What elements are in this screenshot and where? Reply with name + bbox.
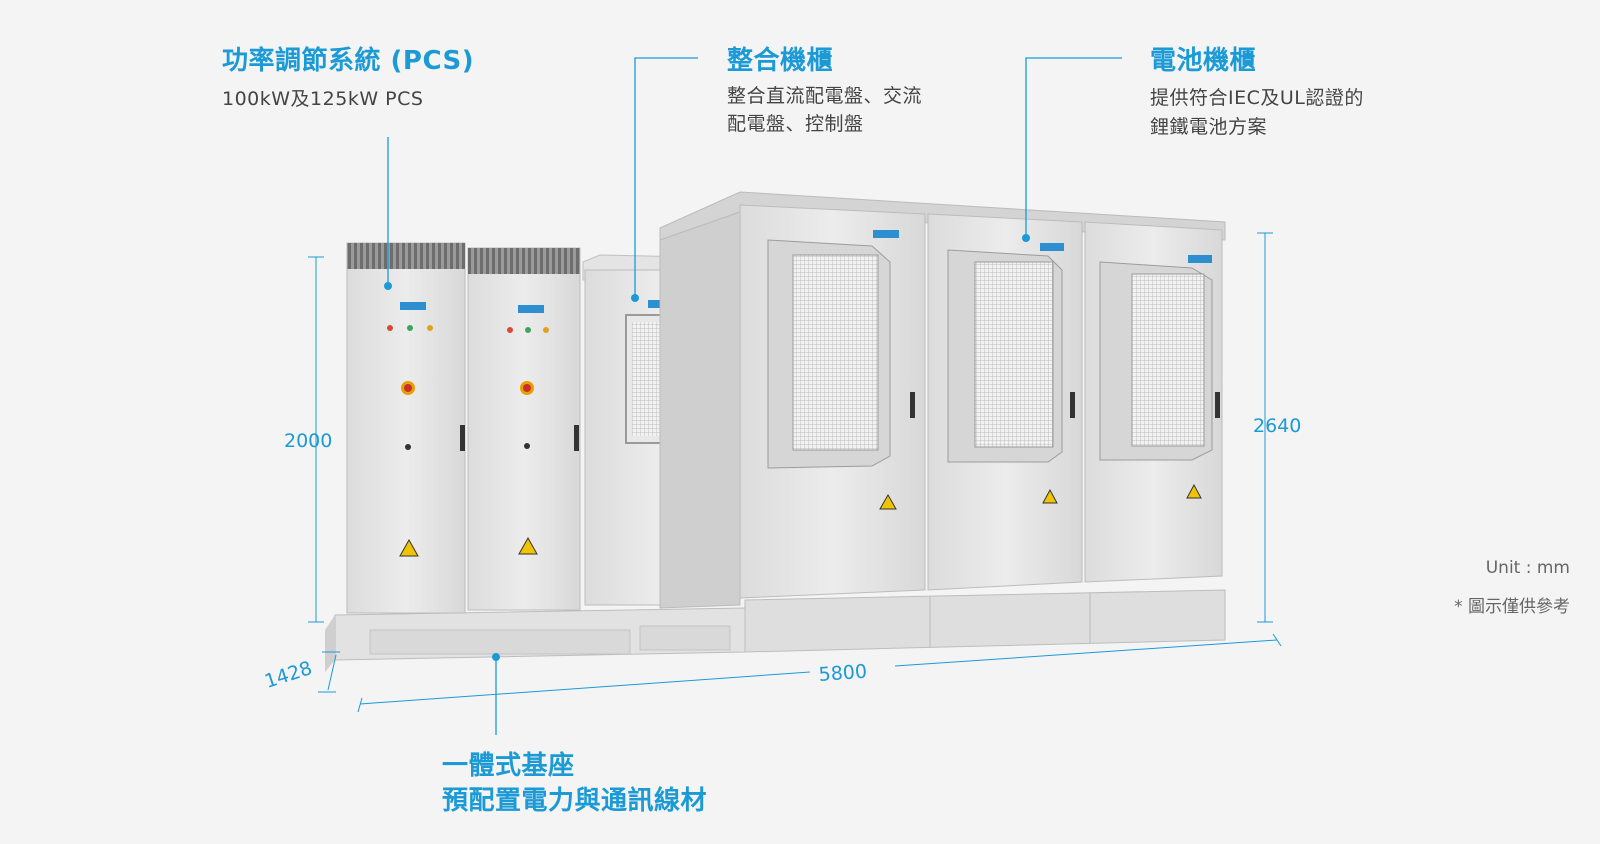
dimension-lines	[308, 232, 1282, 713]
battery-cabinet-1	[739, 204, 926, 599]
pcs-title: 功率調節系統 (PCS)	[222, 46, 475, 76]
battery-cabinet-3	[1084, 221, 1223, 583]
pcs-description: 100kW及125kW PCS	[222, 88, 424, 110]
integration-title: 整合機櫃	[727, 46, 834, 76]
battery-cabinet-2	[927, 213, 1083, 591]
base-title-line1: 一體式基座	[442, 751, 575, 781]
leader-lines	[387, 57, 1122, 735]
unit-note: Unit : mm	[1485, 558, 1570, 578]
pcs-cabinet-1	[346, 242, 466, 614]
integration-description-line1: 整合直流配電盤、交流	[727, 85, 923, 107]
pcs-cabinet-2	[467, 247, 581, 611]
leader-dots	[384, 234, 1030, 661]
integrated-base	[325, 589, 1226, 672]
integration-description-line2: 配電盤、控制盤	[727, 113, 864, 135]
dimension-height-right: 2640	[1253, 415, 1302, 437]
dimension-width: 5800	[818, 660, 868, 686]
battery-description-line2: 鋰鐵電池方案	[1150, 116, 1268, 138]
disclaimer-note: * 圖示僅供參考	[1454, 597, 1570, 617]
battery-description-line1: 提供符合IEC及UL認證的	[1150, 87, 1364, 109]
base-title-line2: 預配置電力與通訊線材	[442, 786, 708, 816]
dimension-height-left: 2000	[284, 430, 333, 452]
battery-title: 電池機櫃	[1150, 46, 1257, 76]
